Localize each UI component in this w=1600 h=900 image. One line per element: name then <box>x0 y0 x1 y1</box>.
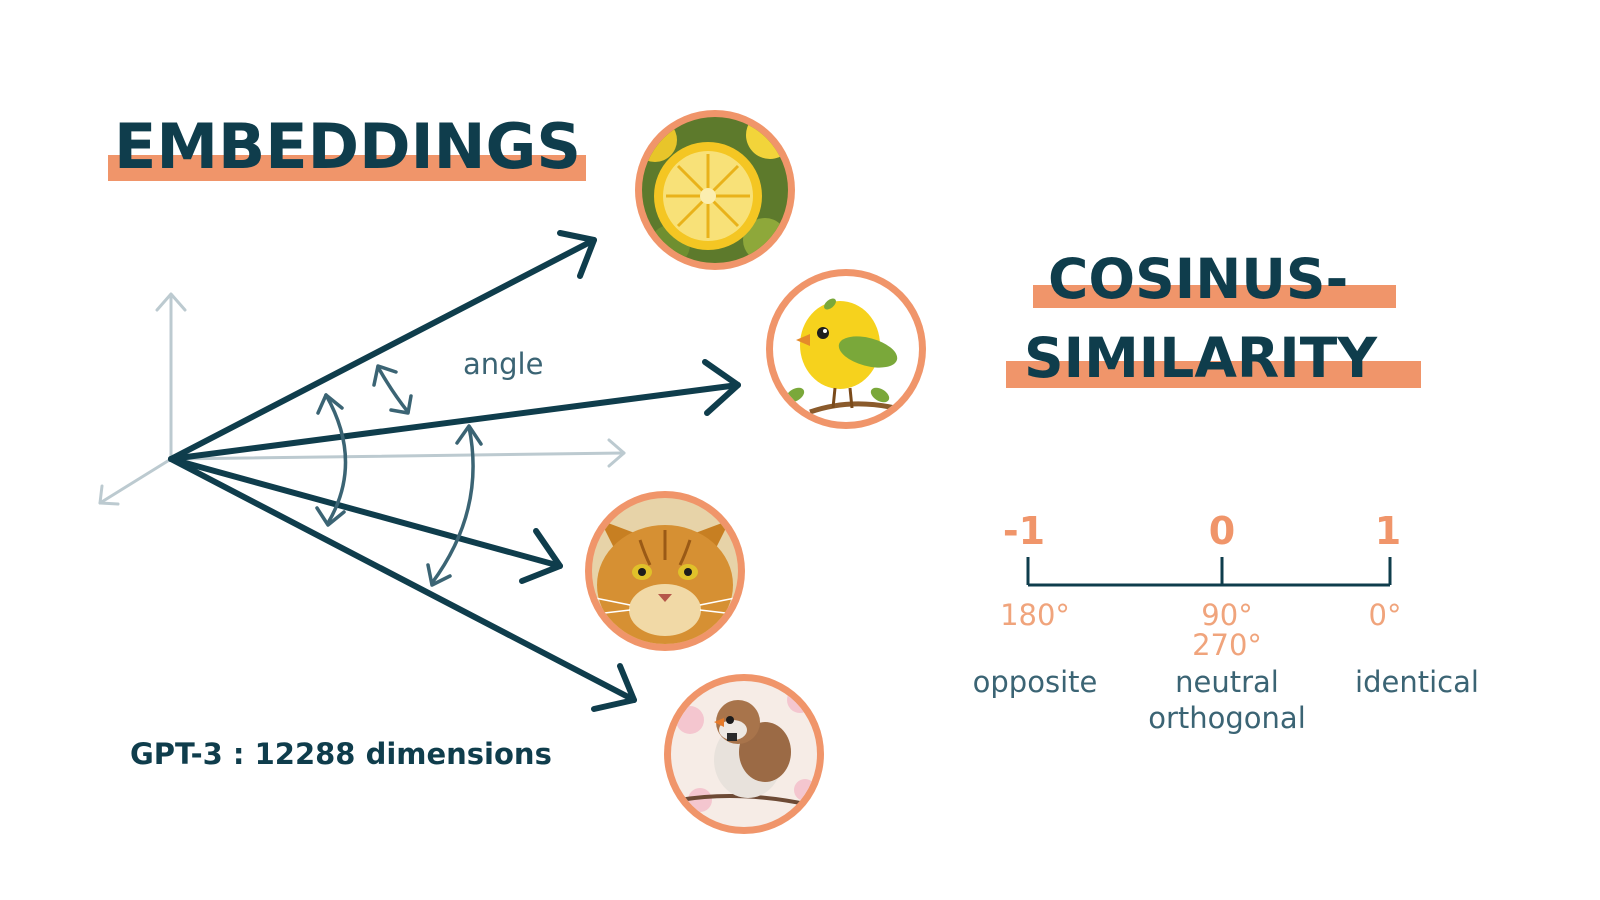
x-axis <box>169 451 626 461</box>
vector-yellow-bird <box>168 382 741 462</box>
title-highlight <box>108 155 586 181</box>
vector-sparrow-arrowhead <box>591 663 637 712</box>
z-axis <box>98 457 173 505</box>
angle-arc-large-head-bottom <box>426 563 452 587</box>
axes <box>98 292 626 506</box>
subtitle-line1: COSINUS- <box>1048 247 1348 311</box>
angle-arc-medium-head-bottom <box>315 506 346 527</box>
angle-arc-small-head-bottom <box>389 394 413 415</box>
scale-meaning-identical: identical <box>1355 665 1479 699</box>
angle-arcs <box>315 364 483 587</box>
scale-degree-90: 90° <box>1201 598 1252 632</box>
y-axis-arrowhead <box>155 292 187 312</box>
vector-sparrow <box>168 456 637 703</box>
x-axis-arrowhead <box>607 438 626 468</box>
vectors <box>168 230 741 712</box>
scale-degree-0: 0° <box>1369 598 1402 632</box>
scale-value-1: 1 <box>1375 509 1401 553</box>
vector-lemon-arrowhead <box>557 230 597 279</box>
yellow-bird-image <box>766 269 926 429</box>
scale-meaning-neutral: neutral <box>1175 665 1279 699</box>
angle-arc-small <box>376 365 410 414</box>
scale-value-neg1: -1 <box>1003 509 1045 553</box>
scale-meaning-orthogonal: orthogonal <box>1148 701 1306 735</box>
subtitle-highlight-line1 <box>1033 285 1396 308</box>
angle-arc-medium-head-top <box>316 393 344 415</box>
subtitle-highlight-line2 <box>1006 361 1421 388</box>
lemon-image <box>635 110 795 270</box>
cat-image <box>585 491 745 651</box>
angle-arc-small-head-top <box>372 364 398 387</box>
vector-yellow-bird-arrowhead <box>702 359 741 416</box>
scale-degree-180: 180° <box>1000 598 1070 632</box>
vector-cat-arrowhead <box>519 528 563 584</box>
angle-arc-large-head-top <box>455 424 483 446</box>
sparrow-image <box>664 674 824 834</box>
angle-arc-medium <box>324 393 348 525</box>
subtitle-line2: SIMILARITY <box>1024 326 1378 390</box>
scale-value-0: 0 <box>1209 509 1235 553</box>
scale-degree-270: 270° <box>1192 628 1262 662</box>
scale-meaning-opposite: opposite <box>973 665 1098 699</box>
vector-cat <box>168 456 563 569</box>
z-axis-arrowhead <box>98 484 120 506</box>
dimensions-footnote: GPT-3 : 12288 dimensions <box>130 737 552 771</box>
similarity-scale <box>1026 557 1392 587</box>
vector-lemon <box>168 237 597 462</box>
angle-label: angle <box>463 347 543 381</box>
angle-arc-large <box>430 425 475 585</box>
page-title: EMBEDDINGS <box>114 110 581 183</box>
